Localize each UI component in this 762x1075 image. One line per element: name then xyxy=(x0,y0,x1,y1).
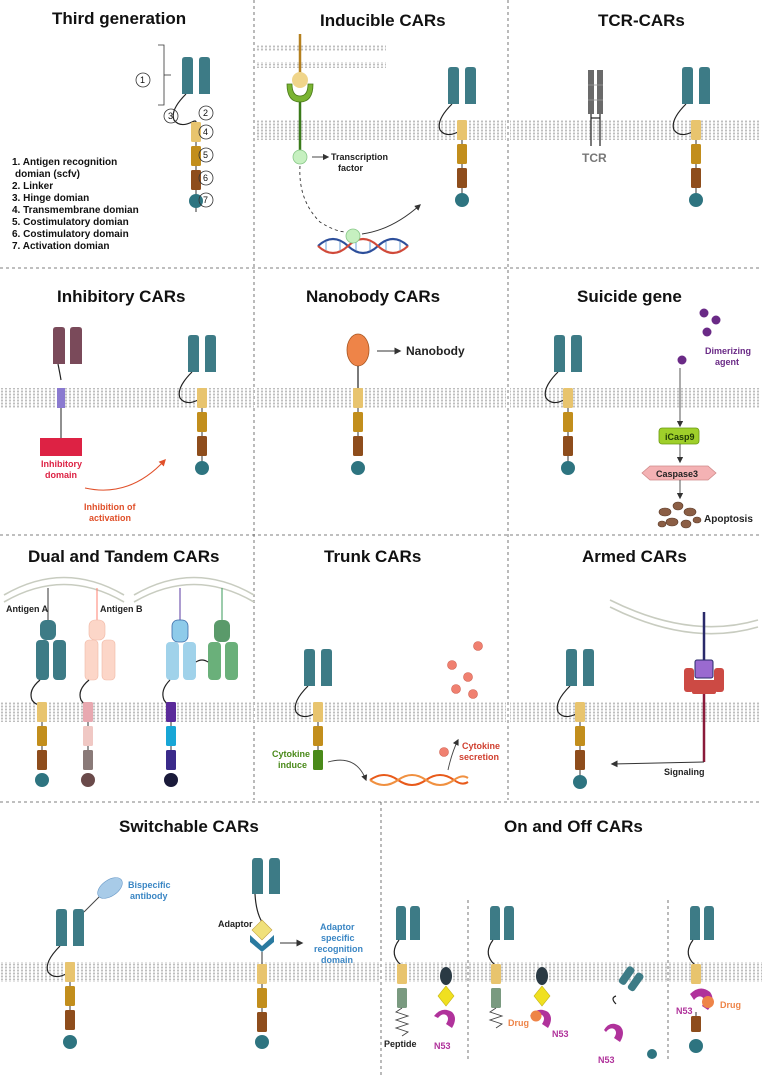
signaling-arrow xyxy=(610,760,705,768)
icasp9-label: iCasp9 xyxy=(665,432,695,442)
dual-car-a xyxy=(30,588,66,787)
domain-number-markers xyxy=(135,44,214,208)
inducible-sensor xyxy=(286,34,347,233)
title-dual: Dual and Tandem CARs xyxy=(28,547,219,566)
inhibitory-domain-label-2: domain xyxy=(45,470,77,480)
adaptor-car xyxy=(250,858,304,1049)
n53-label-3: N53 xyxy=(598,1055,615,1065)
legend-line-3: 2. Linker xyxy=(12,181,53,192)
n53-label-4: N53 xyxy=(676,1006,693,1016)
induction-arrow xyxy=(361,204,421,235)
marker-2: 2 xyxy=(203,108,208,118)
title-nanobody: Nanobody CARs xyxy=(306,287,440,306)
onoff-car-2 xyxy=(487,906,551,1029)
car-suicide xyxy=(544,335,582,475)
car-third-generation xyxy=(172,57,210,212)
tf-bound xyxy=(345,228,361,244)
trunk-induce-arrow xyxy=(327,759,368,782)
inhibitory-domain-label-1: Inhibitory xyxy=(41,459,82,469)
legend-line-4: 3. Hinge domian xyxy=(12,193,89,204)
adaptor-label: Adaptor xyxy=(218,919,253,929)
target-cell-arcs xyxy=(3,576,759,635)
legend-line-1: 1. Antigen recognition xyxy=(12,157,117,168)
peptide-label: Peptide xyxy=(384,1039,417,1049)
dual-car-b xyxy=(79,588,116,787)
adaptor-domain-label-1: Adaptor xyxy=(320,922,355,932)
title-onoff: On and Off CARs xyxy=(504,817,643,836)
armed-receptor xyxy=(684,612,724,762)
apoptosis-label: Apoptosis xyxy=(704,514,753,525)
marker-1: 1 xyxy=(140,75,145,85)
antigen-a-label: Antigen A xyxy=(6,604,49,614)
cytokine-secretion-label-1: Cytokine xyxy=(462,741,500,751)
dna-helix-inducible xyxy=(317,237,409,255)
cytokine-secretion-label-2: secretion xyxy=(459,752,499,762)
bispecific-antibody xyxy=(83,877,123,913)
car-nanobody xyxy=(346,333,402,475)
signaling-label: Signaling xyxy=(664,767,705,777)
caspase3-label: Caspase3 xyxy=(656,469,698,479)
tandem-car xyxy=(162,588,238,787)
apoptosis-pathway xyxy=(641,368,717,529)
car-inhibitory xyxy=(178,335,216,475)
legend-line-6: 5. Costimulatory domian xyxy=(12,217,129,228)
bispecific-label-1: Bispecific xyxy=(128,880,171,890)
title-tcr: TCR-CARs xyxy=(598,11,685,30)
cytokine-dots xyxy=(439,641,483,757)
marker-6: 6 xyxy=(203,173,208,183)
dna-helix-trunk xyxy=(369,774,469,786)
trunk-secretion-arrow xyxy=(447,738,459,771)
title-armed: Armed CARs xyxy=(582,547,687,566)
antigen-b-label: Antigen B xyxy=(100,604,143,614)
inhibition-label-1: Inhibition of xyxy=(84,502,136,512)
transcription-label: Transcription xyxy=(331,152,388,162)
title-switchable: Switchable CARs xyxy=(119,817,259,836)
onoff-car-3-cleaved xyxy=(604,966,657,1059)
drug-label-1: Drug xyxy=(508,1018,529,1028)
car-inducible xyxy=(438,67,476,207)
title-trunk: Trunk CARs xyxy=(324,547,421,566)
n53-label-2: N53 xyxy=(552,1029,569,1039)
nanobody-label: Nanobody xyxy=(406,344,465,358)
car-switchable xyxy=(46,909,84,1049)
title-inhibitory: Inhibitory CARs xyxy=(57,287,185,306)
dimerizing-label-1: Dimerizing xyxy=(705,346,751,356)
adaptor-domain-label-4: domain xyxy=(321,955,353,965)
title-suicide: Suicide gene xyxy=(577,287,682,306)
marker-7: 7 xyxy=(203,195,208,205)
marker-3: 3 xyxy=(168,111,173,121)
marker-5: 5 xyxy=(203,150,208,160)
dimerizing-agent-dots xyxy=(677,308,721,365)
drug-label-2: Drug xyxy=(720,1000,741,1010)
onoff-car-1 xyxy=(393,906,455,1037)
adaptor-domain-label-3: recognition xyxy=(314,944,363,954)
legend-line-7: 6. Costimulatory domain xyxy=(12,229,129,240)
adaptor-domain-label-2: specific xyxy=(321,933,355,943)
cytokine-induce-label-1: Cytokine xyxy=(272,749,310,759)
bispecific-label-2: antibody xyxy=(130,891,168,901)
legend-line-5: 4. Transmembrane domian xyxy=(12,205,139,216)
dimerizing-label-2: agent xyxy=(715,357,739,367)
title-inducible: Inducible CARs xyxy=(320,11,446,30)
car-tcr xyxy=(672,67,710,207)
legend-line-8: 7. Activation domian xyxy=(12,241,109,252)
car-trunk xyxy=(294,649,332,770)
inhibition-arrow xyxy=(84,458,166,491)
inhibitory-receptor xyxy=(40,327,82,456)
legend-third-generation: 1. Antigen recognition domian (scfv) 2. … xyxy=(12,157,139,252)
tcr-label: TCR xyxy=(582,151,607,165)
car-armed xyxy=(556,649,594,789)
marker-4: 4 xyxy=(203,127,208,137)
cytokine-induce-label-2: induce xyxy=(278,760,307,770)
n53-label-1: N53 xyxy=(434,1041,451,1051)
title-third-generation: Third generation xyxy=(52,9,186,28)
inhibition-label-2: activation xyxy=(89,513,131,523)
tcr-receptor xyxy=(588,70,603,146)
factor-label: factor xyxy=(338,163,364,173)
legend-line-2: domian (scfv) xyxy=(15,169,80,180)
onoff-car-4 xyxy=(687,906,714,1053)
